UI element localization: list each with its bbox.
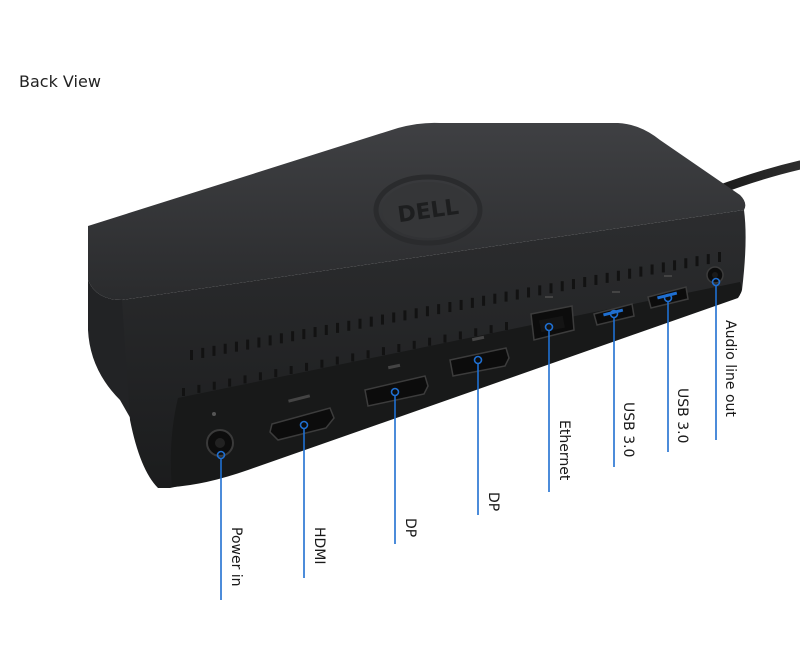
vent-slot: [258, 372, 262, 381]
vent-slot: [243, 375, 247, 384]
vent-slot: [706, 254, 710, 265]
vent-slot: [428, 337, 432, 346]
vent-slot: [335, 356, 339, 365]
vent-slot: [412, 340, 416, 349]
vent-slot: [414, 308, 418, 319]
vent-slot: [505, 322, 508, 330]
vent-slot: [351, 353, 355, 362]
vent-slot: [470, 297, 474, 308]
power-jack-icon: [206, 412, 234, 457]
vent-slot: [289, 366, 293, 374]
vent-slot: [223, 343, 227, 354]
vent-slot: [443, 334, 447, 343]
vent-slot: [291, 331, 295, 342]
vent-slot: [538, 285, 542, 296]
vent-slot: [549, 283, 553, 294]
vent-slot: [504, 291, 508, 302]
vent-slot: [279, 333, 283, 344]
vent-slots-bottom: [182, 322, 508, 396]
vent-slot: [190, 350, 193, 360]
vent-slot: [228, 378, 232, 387]
hdmi-port-icon: [269, 394, 335, 441]
vent-slot: [650, 264, 654, 275]
vent-slot: [369, 316, 373, 327]
vent-slot: [605, 272, 609, 283]
vent-slot: [718, 252, 721, 262]
port-label: USB 3.0: [674, 388, 690, 443]
vent-slot: [212, 345, 216, 356]
vent-slot: [182, 388, 185, 396]
vent-slot: [197, 384, 201, 393]
vent-slot: [201, 347, 205, 358]
port-label: USB 3.0: [620, 402, 636, 457]
vent-slot: [673, 260, 677, 271]
vent-slot: [571, 279, 575, 290]
view-title: Back View: [19, 72, 101, 91]
vent-slot: [583, 277, 587, 288]
port-label: Audio line out: [722, 320, 738, 417]
displayport-icon: [364, 363, 429, 407]
dell-logo: DELL: [373, 174, 483, 246]
vent-slot: [268, 335, 272, 346]
displayport-icon: [449, 335, 510, 377]
port-panel: [170, 282, 742, 487]
vent-slot: [336, 322, 340, 333]
vent-slot: [366, 350, 370, 359]
vent-slot: [515, 289, 519, 300]
vent-slot: [628, 268, 632, 279]
vent-slot: [397, 344, 401, 352]
port-label: Ethernet: [556, 420, 572, 481]
vent-slot: [425, 306, 429, 317]
vent-slot: [493, 293, 497, 304]
vent-slot: [560, 281, 564, 292]
vent-slot: [246, 339, 250, 350]
vent-slot: [403, 310, 407, 321]
vent-slot: [474, 328, 478, 337]
vent-slot: [489, 325, 493, 334]
vent-slot: [392, 312, 396, 323]
vent-slot: [381, 347, 385, 356]
vent-slot: [212, 381, 216, 390]
vent-slot: [594, 274, 598, 285]
vent-slot: [320, 359, 324, 368]
vent-slot: [358, 318, 362, 329]
vent-slot: [257, 337, 261, 348]
vent-slots-top: [190, 252, 721, 360]
vent-slot: [459, 299, 463, 310]
callouts: Power in HDMI DP DP Ethernet USB 3.0 USB 3.0 Au…: [216, 277, 738, 600]
port-label: DP: [485, 492, 501, 511]
vent-slot: [458, 331, 462, 340]
vent-slot: [274, 369, 278, 378]
usb-port-icon: [593, 291, 635, 326]
vent-slot: [695, 256, 699, 267]
vent-slot: [302, 329, 306, 340]
vent-slot: [661, 262, 665, 273]
vent-slot: [616, 270, 620, 281]
vent-slot: [234, 341, 238, 352]
port-label: HDMI: [311, 527, 327, 565]
vent-slot: [527, 287, 531, 298]
vent-slot: [347, 320, 351, 331]
vent-slot: [684, 258, 688, 269]
vent-slot: [380, 314, 384, 325]
usb-port-icon: [647, 275, 689, 309]
vent-slot: [324, 324, 328, 335]
vent-slot: [639, 266, 643, 277]
port-label: Power in: [228, 527, 244, 587]
vent-slot: [305, 362, 309, 371]
port-label: DP: [402, 518, 418, 537]
vent-slot: [448, 302, 452, 313]
usb-c-cable: [713, 160, 800, 195]
vent-slot: [437, 304, 441, 315]
audio-jack-icon: [706, 266, 724, 284]
vent-slot: [482, 295, 486, 306]
vent-slot: [313, 327, 317, 338]
